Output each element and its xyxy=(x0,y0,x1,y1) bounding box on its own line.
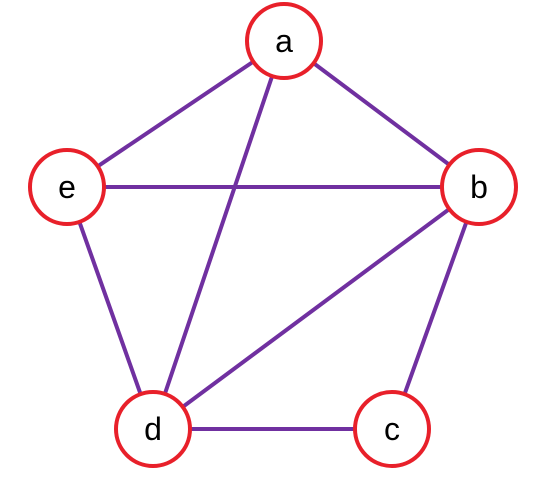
edge-a-d xyxy=(151,39,286,431)
node-label-c: c xyxy=(384,411,400,447)
node-circle-c xyxy=(353,390,431,468)
node-circle-a xyxy=(245,2,323,80)
node-circle-d xyxy=(114,390,192,468)
node-e: e xyxy=(28,148,106,226)
node-b: b xyxy=(440,148,518,226)
node-c: c xyxy=(353,390,431,468)
nodes-layer: a b c d e xyxy=(28,2,518,468)
node-label-e: e xyxy=(58,169,76,205)
node-circle-b xyxy=(440,148,518,226)
edge-b-c xyxy=(390,185,481,431)
node-a: a xyxy=(245,2,323,80)
edge-b-d xyxy=(151,185,481,431)
node-d: d xyxy=(114,390,192,468)
edges-layer xyxy=(65,39,481,431)
node-label-a: a xyxy=(275,23,293,59)
edge-a-e xyxy=(65,39,286,189)
node-circle-e xyxy=(28,148,106,226)
node-label-b: b xyxy=(470,169,488,205)
node-label-d: d xyxy=(144,411,162,447)
edge-a-b xyxy=(282,39,481,189)
edge-e-d xyxy=(65,185,155,431)
